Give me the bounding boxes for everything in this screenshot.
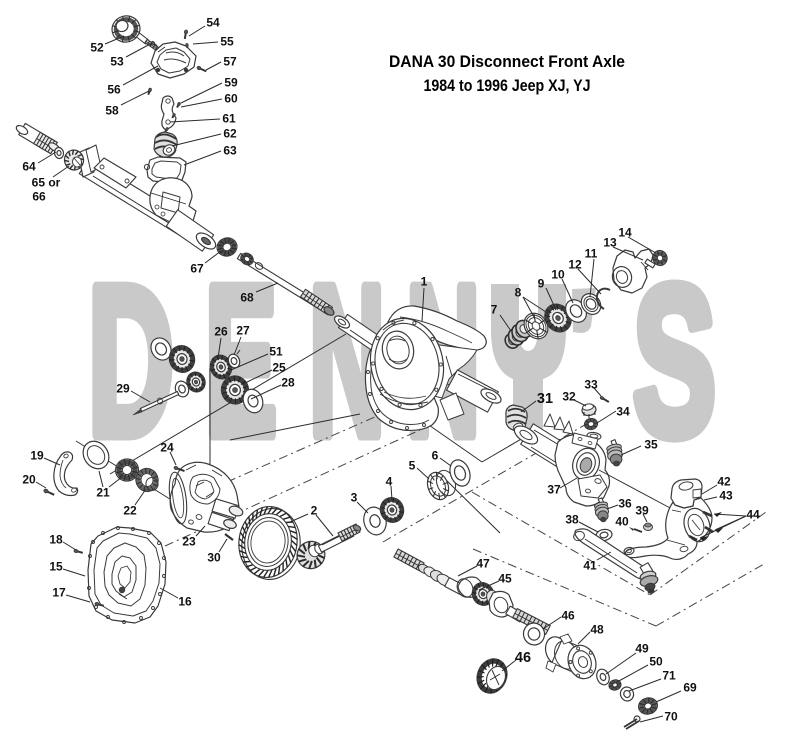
svg-text:35: 35 [644,438,658,452]
svg-text:16: 16 [178,595,192,609]
svg-text:64: 64 [22,160,36,174]
svg-text:5: 5 [409,459,416,473]
svg-text:36: 36 [618,497,632,511]
svg-text:47: 47 [476,557,490,571]
svg-text:18: 18 [49,533,63,547]
svg-text:28: 28 [281,376,295,390]
svg-text:53: 53 [110,55,124,69]
svg-text:67: 67 [190,262,204,276]
svg-text:55: 55 [220,35,234,49]
svg-text:10: 10 [551,268,565,282]
svg-text:58: 58 [105,104,119,118]
svg-text:54: 54 [206,16,220,30]
svg-text:69: 69 [683,681,697,695]
svg-text:66: 66 [32,190,46,204]
svg-text:7: 7 [491,303,498,317]
svg-text:71: 71 [662,669,676,683]
svg-text:57: 57 [223,55,237,69]
svg-text:25: 25 [272,361,286,375]
svg-text:61: 61 [222,112,236,126]
svg-text:19: 19 [30,449,44,463]
svg-text:50: 50 [649,655,663,669]
svg-text:49: 49 [635,642,649,656]
svg-text:12: 12 [568,258,582,272]
svg-text:11: 11 [585,247,598,261]
svg-text:42: 42 [717,475,731,489]
svg-text:63: 63 [223,144,237,158]
svg-text:43: 43 [719,489,733,503]
svg-text:29: 29 [116,382,130,396]
svg-text:59: 59 [224,76,238,90]
svg-text:70: 70 [664,710,678,724]
svg-text:46: 46 [561,609,575,623]
svg-text:6: 6 [432,449,439,463]
svg-text:38: 38 [565,513,579,527]
svg-text:4: 4 [386,475,393,489]
svg-text:52: 52 [90,41,104,55]
svg-text:22: 22 [123,504,137,518]
svg-text:48: 48 [590,623,604,637]
svg-text:26: 26 [214,325,228,339]
svg-text:1984 to 1996 Jeep XJ, YJ: 1984 to 1996 Jeep XJ, YJ [424,76,591,95]
svg-text:23: 23 [182,535,196,549]
svg-text:1: 1 [421,275,428,289]
svg-text:68: 68 [240,291,254,305]
svg-text:56: 56 [107,83,121,97]
svg-text:40: 40 [615,515,629,529]
svg-text:51: 51 [269,345,283,359]
svg-text:8: 8 [515,286,522,300]
svg-text:27: 27 [236,324,250,338]
svg-text:24: 24 [160,441,174,455]
svg-text:2: 2 [311,504,318,518]
svg-text:15: 15 [49,560,63,574]
svg-text:21: 21 [96,486,110,500]
svg-text:62: 62 [223,127,237,141]
svg-text:60: 60 [224,92,238,106]
svg-text:41: 41 [583,559,597,573]
svg-text:13: 13 [603,236,617,250]
svg-text:9: 9 [538,277,545,291]
svg-text:44: 44 [746,508,760,522]
svg-text:3: 3 [351,491,358,505]
svg-text:17: 17 [52,586,66,600]
svg-text:DANA 30 Disconnect Front Axle: DANA 30 Disconnect Front Axle [389,52,625,71]
svg-text:32: 32 [562,390,576,404]
svg-text:46: 46 [515,650,531,666]
svg-text:33: 33 [584,378,598,392]
svg-text:20: 20 [22,473,36,487]
svg-text:14: 14 [618,226,632,240]
svg-text:30: 30 [207,551,221,565]
svg-text:45: 45 [498,572,512,586]
svg-text:37: 37 [547,483,561,497]
svg-text:31: 31 [537,391,553,407]
svg-text:34: 34 [616,405,630,419]
svg-text:65 or: 65 or [32,176,61,190]
svg-text:39: 39 [635,504,649,518]
